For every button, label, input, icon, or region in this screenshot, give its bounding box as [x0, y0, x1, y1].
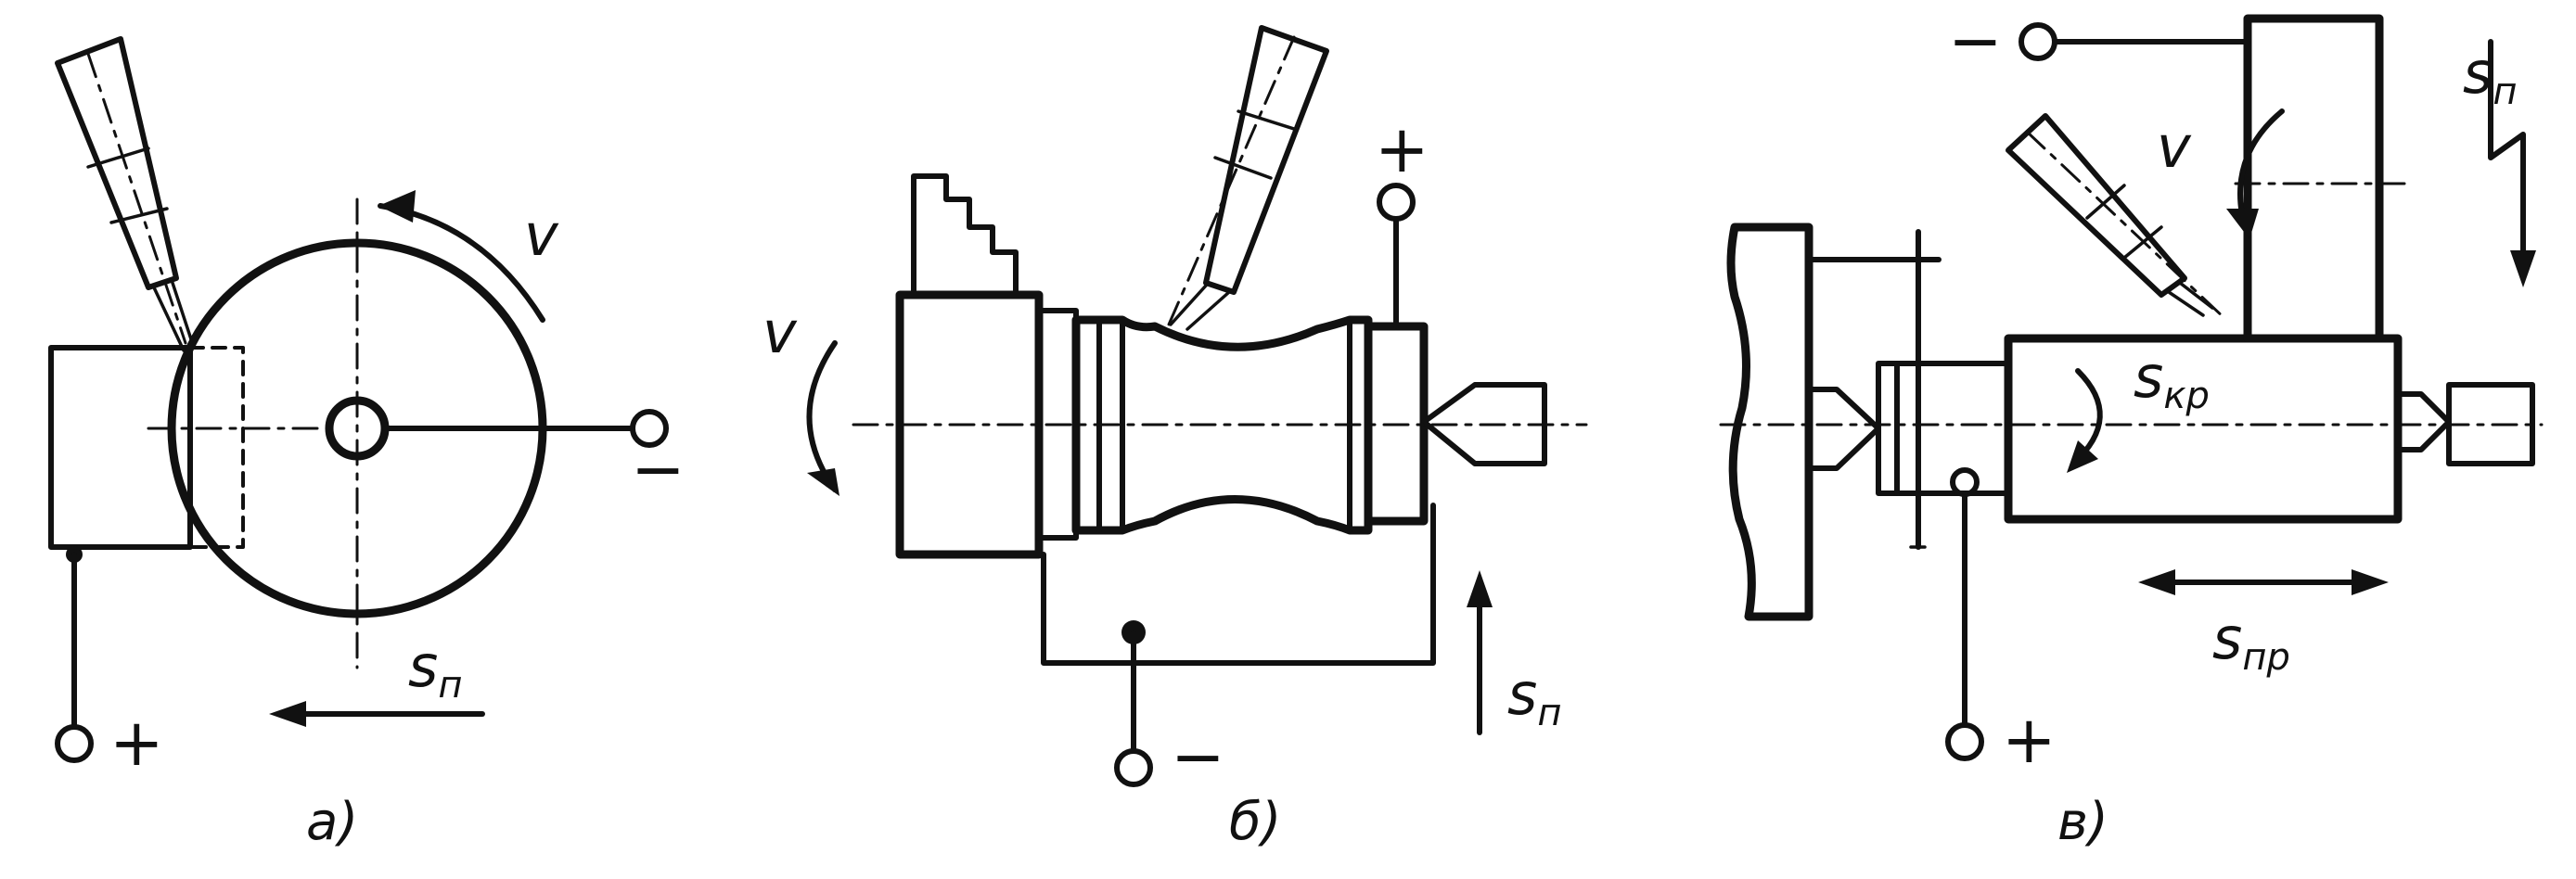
grinding-wheel-vertical	[2243, 14, 2384, 343]
plus-sign-b: +	[1375, 111, 1429, 187]
headstock-center-c	[1806, 387, 1881, 471]
plus-sign-c: +	[2002, 702, 2057, 778]
positive-terminal-c	[1945, 722, 1984, 761]
concave-workpiece	[1071, 315, 1373, 535]
panel-a: − + v sп а)	[48, 36, 686, 852]
caption-c: в)	[2057, 792, 2108, 852]
negative-terminal-c	[2019, 22, 2057, 61]
long-feed-label-c: sпр	[2212, 605, 2290, 679]
positive-terminal-b	[1377, 183, 1416, 222]
vert-feed-label-c: sп	[2463, 39, 2517, 113]
coolant-nozzle-b	[1167, 25, 1329, 331]
wheel-rotation-arrowhead-c	[2226, 209, 2259, 239]
rotation-arrowhead-b	[807, 468, 839, 496]
positive-terminal-a	[55, 724, 94, 763]
rotation-arrowhead-a	[378, 190, 416, 223]
minus-sign-a: −	[631, 431, 686, 507]
caption-b: б)	[1229, 792, 1281, 852]
panel-c: − + v sкр sпр sп в)	[1719, 3, 2544, 852]
vert-feed-arrow-c	[2488, 39, 2526, 272]
tailstock-center-c	[2395, 391, 2452, 452]
chuck-jaw-stepped	[911, 173, 1019, 298]
coolant-nozzle-a	[55, 36, 195, 352]
velocity-label-c: v	[2157, 113, 2192, 181]
feed-arrowhead-a	[269, 701, 306, 727]
headstock-plate	[1726, 223, 1813, 621]
feed-label-a: sп	[408, 632, 462, 707]
minus-sign-c: −	[1948, 3, 2003, 79]
cylindrical-workpiece	[2004, 334, 2403, 524]
plus-sign-a: +	[109, 705, 164, 781]
feed-arrowhead-b	[1467, 570, 1493, 607]
workpiece-rotation-arrowhead-c	[2067, 440, 2098, 473]
rotation-arrow-a	[378, 203, 545, 323]
negative-terminal-a	[630, 409, 669, 448]
coolant-nozzle-c	[2006, 113, 2228, 322]
grinding-wheel-below	[1041, 503, 1436, 666]
panel-b: + − v sп б)	[763, 25, 1588, 852]
velocity-label-a: v	[524, 201, 559, 269]
negative-terminal-b	[1114, 748, 1153, 787]
minus-sign-b: −	[1171, 719, 1225, 795]
workpiece-block	[48, 345, 193, 550]
feed-label-b: sп	[1507, 660, 1561, 734]
rotation-arrow-b	[806, 340, 838, 492]
cross-feed-label-c: sкр	[2134, 343, 2210, 417]
velocity-label-b: v	[763, 299, 798, 366]
caption-a: а)	[306, 792, 358, 852]
